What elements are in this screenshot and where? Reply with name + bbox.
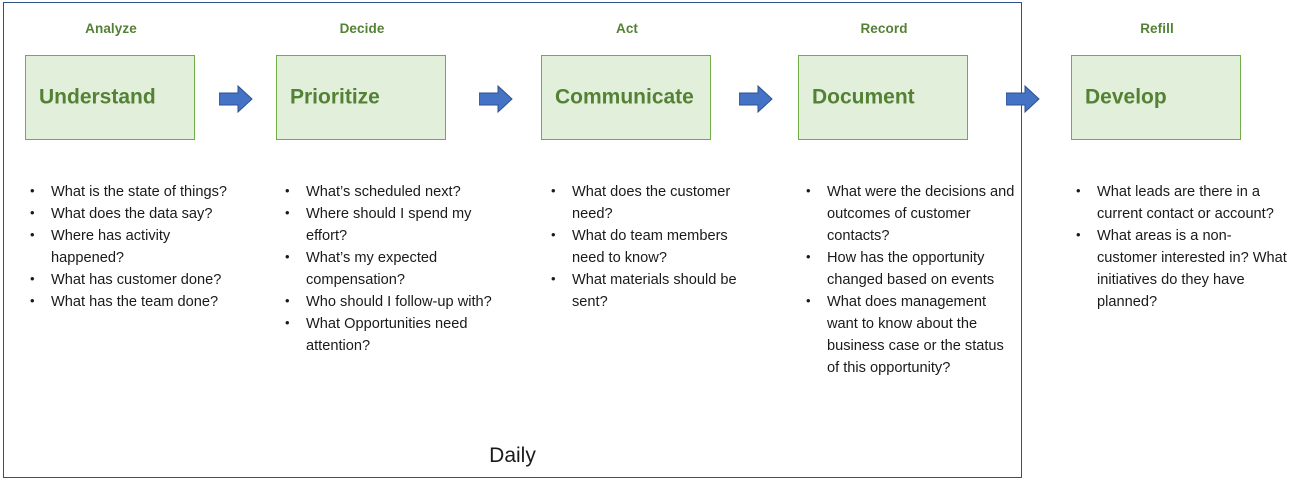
stage-box-label-communicate: Communicate (555, 85, 694, 109)
list-item: What’s scheduled next? (277, 180, 502, 203)
list-item: Where should I spend my effort? (277, 202, 502, 247)
bullet-list-record: What were the decisions and outcomes of … (798, 180, 1016, 379)
bullet-list-analyze: What is the state of things? What does t… (22, 180, 237, 313)
list-item: What areas is a non-customer interested … (1068, 224, 1290, 313)
bullet-list-act: What does the customer need? What do tea… (543, 180, 763, 313)
stage-box-prioritize[interactable]: Prioritize (276, 55, 446, 140)
stage-heading-refill: Refill (1140, 21, 1174, 36)
list-item: What materials should be sent? (543, 268, 763, 313)
list-item: What is the state of things? (22, 180, 237, 203)
list-item: What Opportunities need attention? (277, 312, 502, 357)
stage-box-understand[interactable]: Understand (25, 55, 195, 140)
bullet-list-decide: What’s scheduled next? Where should I sp… (277, 180, 502, 357)
stage-box-document[interactable]: Document (798, 55, 968, 140)
arrow-analyze-to-decide-icon (218, 84, 253, 114)
list-item: What has customer done? (22, 268, 237, 291)
list-item: What do team members need to know? (543, 224, 763, 269)
list-item: What leads are there in a current contac… (1068, 180, 1290, 225)
list-item: What were the decisions and outcomes of … (798, 180, 1016, 247)
list-item: What’s my expected compensation? (277, 246, 502, 291)
stage-heading-record: Record (860, 21, 908, 36)
list-item: How has the opportunity changed based on… (798, 246, 1016, 291)
stage-box-develop[interactable]: Develop (1071, 55, 1241, 140)
arrow-act-to-record-icon (738, 84, 773, 114)
bullet-list-refill: What leads are there in a current contac… (1068, 180, 1290, 313)
list-item: Where has activity happened? (22, 224, 237, 269)
list-item: What does the data say? (22, 202, 237, 225)
stage-heading-decide: Decide (339, 21, 385, 36)
list-item: What has the team done? (22, 290, 237, 313)
stage-box-label-prioritize: Prioritize (290, 85, 380, 109)
stage-box-label-understand: Understand (39, 85, 156, 109)
stage-heading-analyze: Analyze (85, 21, 137, 36)
stage-box-label-document: Document (812, 85, 915, 109)
arrow-decide-to-act-icon (478, 84, 513, 114)
list-item: Who should I follow-up with? (277, 290, 502, 313)
stage-box-label-develop: Develop (1085, 85, 1167, 109)
stage-heading-act: Act (615, 21, 639, 36)
list-item: What does management want to know about … (798, 290, 1016, 379)
arrow-record-to-refill-icon (1005, 84, 1040, 114)
list-item: What does the customer need? (543, 180, 763, 225)
daily-cycle-frame (3, 2, 1022, 478)
stage-box-communicate[interactable]: Communicate (541, 55, 711, 140)
frame-caption-daily: Daily (489, 444, 536, 467)
